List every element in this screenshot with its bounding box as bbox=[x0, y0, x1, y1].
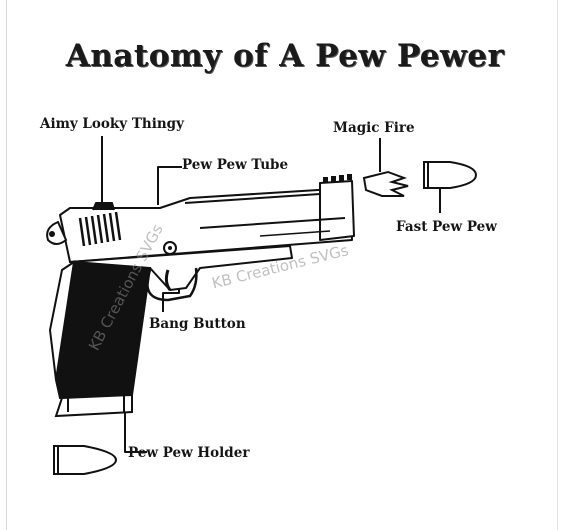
magazine-leader-line bbox=[124, 398, 147, 453]
label-trigger: Bang Button bbox=[149, 316, 246, 332]
flying-bullet bbox=[423, 161, 478, 189]
compensator-ports bbox=[323, 174, 352, 183]
magazine-base bbox=[54, 393, 133, 418]
slide bbox=[59, 174, 355, 263]
trigger bbox=[164, 269, 172, 291]
label-bullet: Fast Pew Pew bbox=[396, 219, 497, 235]
label-barrel: Pew Pew Tube bbox=[182, 157, 289, 173]
label-sight: Aimy Looky Thingy bbox=[40, 116, 184, 132]
rear-sight bbox=[92, 202, 115, 211]
left-border-line bbox=[6, 0, 7, 530]
barrel-leader-line bbox=[157, 166, 182, 205]
muzzle-flash bbox=[362, 170, 409, 197]
label-muzzle-flash: Magic Fire bbox=[333, 120, 415, 136]
right-border-line bbox=[557, 0, 558, 530]
spare-cartridge bbox=[53, 445, 118, 475]
label-magazine: Pew Pew Holder bbox=[128, 445, 250, 461]
diagram-title: Anatomy of A Pew Pewer bbox=[65, 38, 505, 74]
compensator bbox=[319, 180, 355, 241]
hammer bbox=[46, 220, 68, 245]
grip bbox=[48, 259, 152, 400]
